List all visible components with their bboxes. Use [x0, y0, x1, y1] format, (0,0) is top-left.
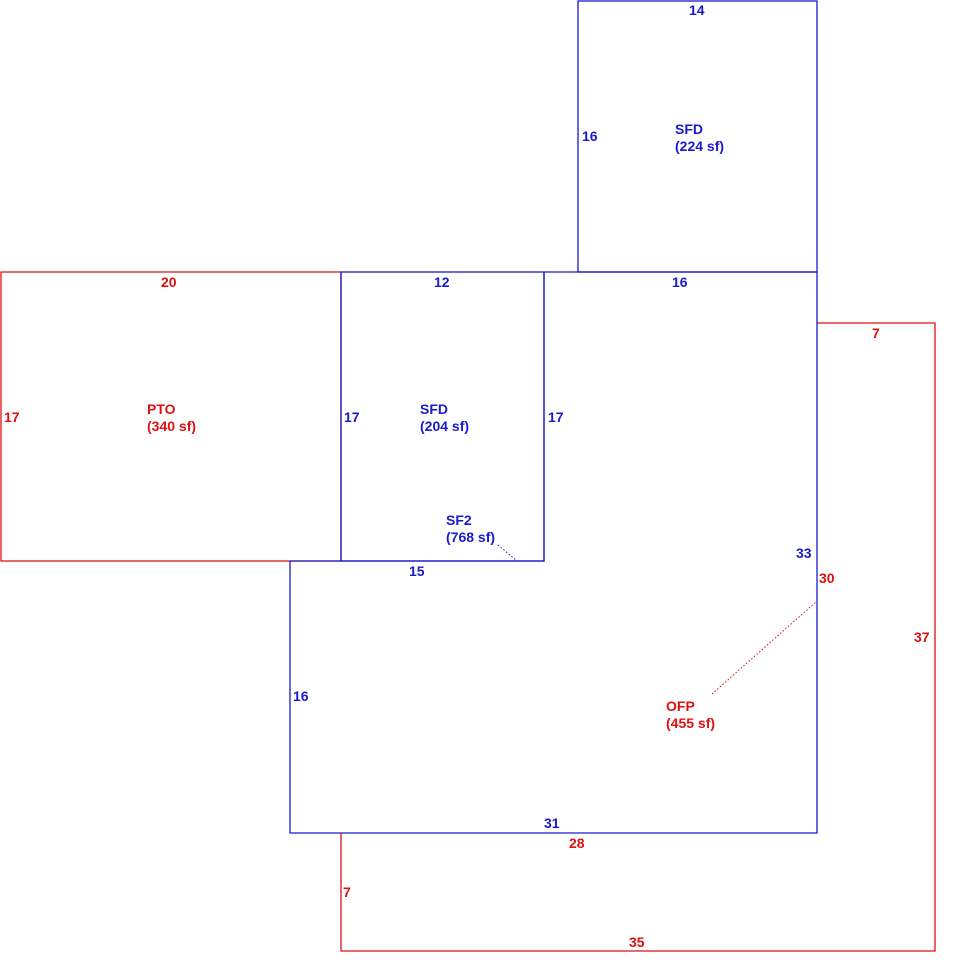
sfd-top-left-dimension: 16 — [582, 128, 598, 144]
ofp-top-dimension: 7 — [872, 325, 880, 341]
ofp-inner-right-dimension: 30 — [819, 570, 835, 586]
sf2-leader-line — [497, 544, 518, 562]
ofp-leader-line — [711, 600, 818, 695]
sf2-bottom-dimension: 31 — [544, 815, 560, 831]
ofp-outline — [340, 322, 936, 952]
sf2-code-label: SF2 — [446, 512, 472, 528]
pto-size-label: (340 sf) — [147, 418, 196, 434]
sf2-outline — [289, 271, 818, 834]
ofp-left-dimension: 7 — [343, 884, 351, 900]
sf2-inner-top-dimension: 15 — [409, 563, 425, 579]
sfd-mid-code-label: SFD — [420, 401, 448, 417]
ofp-size-label: (455 sf) — [666, 715, 715, 731]
sfd-top-bottom-dimension: 16 — [672, 274, 688, 290]
ofp-inner-top-dimension: 28 — [569, 835, 585, 851]
sfd-mid-right-dimension: 17 — [548, 409, 564, 425]
sf2-size-label: (768 sf) — [446, 529, 495, 545]
sf2-right-dimension: 33 — [796, 545, 812, 561]
ofp-right-dimension: 37 — [914, 629, 930, 645]
sfd-top-code-label: SFD — [675, 121, 703, 137]
sfd-top-size-label: (224 sf) — [675, 138, 724, 154]
ofp-bottom-dimension: 35 — [629, 934, 645, 950]
pto-code-label: PTO — [147, 401, 176, 417]
ofp-code-label: OFP — [666, 698, 695, 714]
pto-top-dimension: 20 — [161, 274, 177, 290]
sf2-left-dimension: 16 — [293, 688, 309, 704]
sfd-mid-left-dimension: 17 — [344, 409, 360, 425]
sfd-mid-size-label: (204 sf) — [420, 418, 469, 434]
sfd-top-top-dimension: 14 — [689, 2, 705, 18]
sfd-mid-top-dimension: 12 — [434, 274, 450, 290]
pto-left-dimension: 17 — [4, 409, 20, 425]
